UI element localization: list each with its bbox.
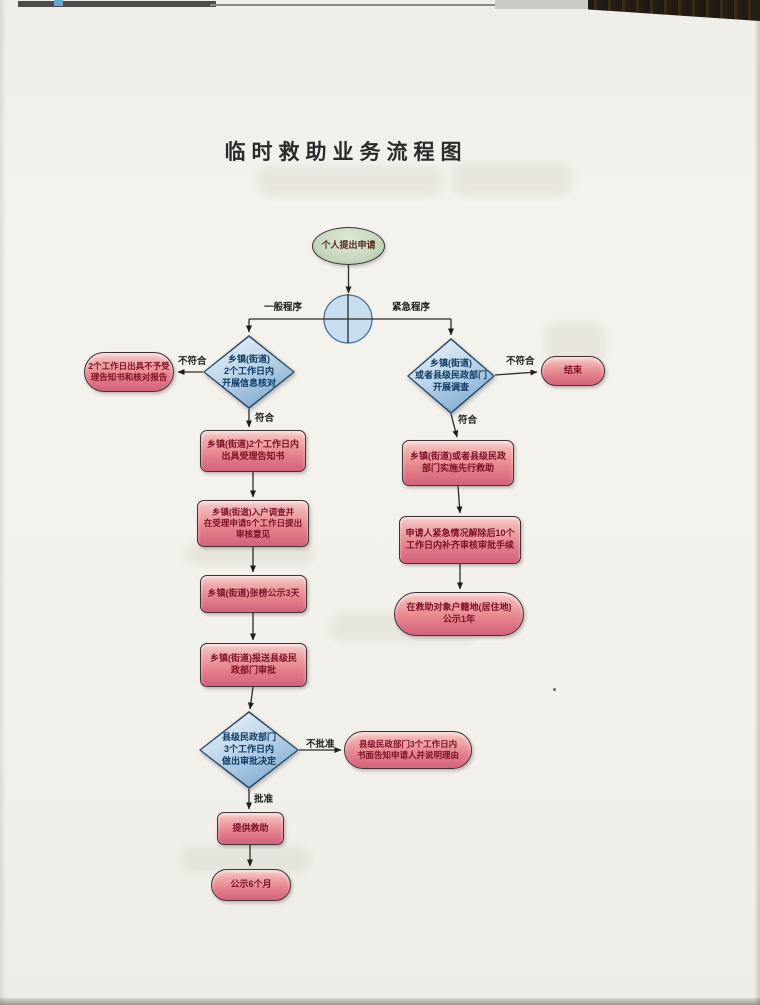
node-post-1year: 在救助对象户籍地(居住地) 公示1年 bbox=[394, 592, 524, 636]
node-submit-approval-label: 乡镇(街道)报送县级民 政部门审批 bbox=[210, 653, 297, 675]
node-household-survey: 乡镇(街道)入户调查并 在受理申请5个工作日提出 审核意见 bbox=[197, 500, 309, 547]
node-investigate-label: 乡镇(街道) 或者县级民政部门 开展调查 bbox=[414, 358, 487, 392]
edge-label-approved: 批准 bbox=[254, 794, 274, 805]
connector-investigate-advance bbox=[450, 413, 459, 438]
node-post-6months-label: 公示6个月 bbox=[230, 879, 272, 890]
node-written-reject: 县级民政部门3个工作日内 书面告知申请人并说明理由 bbox=[344, 731, 472, 769]
edge-label-emergency-procedure: 紧急程序 bbox=[392, 302, 431, 313]
connector-investigate-end bbox=[494, 369, 538, 376]
node-reject-notice-label: 2个工作日出具不予受 理告知书和核对报告 bbox=[88, 360, 170, 382]
node-advance-aid-label: 乡镇(街道)或者县级民政 部门实施先行救助 bbox=[410, 451, 506, 473]
scan-artifact-bottom-edge bbox=[0, 998, 760, 1005]
edge-label-general-procedure: 一般程序 bbox=[264, 302, 303, 313]
scan-artifact-gray-patch bbox=[495, 0, 590, 9]
edge-label-conform-right: 符合 bbox=[458, 415, 478, 426]
node-verify-info-label: 乡镇(街道) 2个工作日内 开展信息核对 bbox=[221, 354, 276, 388]
edge-label-not-conform-left: 不符合 bbox=[178, 356, 207, 367]
node-complete-formalities-label: 申请人紧急情况解除后10个 工作日内补齐审核审批手续 bbox=[405, 528, 515, 550]
junction-circle bbox=[323, 294, 373, 344]
node-end-label: 结束 bbox=[563, 365, 582, 376]
edge-label-not-approved: 不批准 bbox=[306, 739, 335, 750]
node-written-reject-label: 县级民政部门3个工作日内 书面告知申请人并说明理由 bbox=[356, 738, 459, 760]
scan-artifact-top-bar bbox=[18, 1, 216, 7]
node-approval-decision-label: 县级民政部门 3个工作日内 做出审批决定 bbox=[221, 732, 276, 766]
node-approval-decision: 县级民政部门 3个工作日内 做出审批决定 bbox=[199, 711, 299, 789]
node-investigate: 乡镇(街道) 或者县级民政部门 开展调查 bbox=[407, 338, 495, 414]
node-provide-aid: 提供救助 bbox=[217, 812, 284, 845]
page-title: 临时救助业务流程图 bbox=[224, 139, 468, 164]
node-post-1year-label: 在救助对象户籍地(居住地) 公示1年 bbox=[406, 602, 512, 624]
scan-artifact-speck bbox=[553, 688, 556, 691]
edge-label-not-conform-right: 不符合 bbox=[506, 356, 535, 367]
scan-artifact-top-line bbox=[210, 4, 595, 6]
edge-label-conform-left: 符合 bbox=[255, 413, 275, 424]
node-complete-formalities: 申请人紧急情况解除后10个 工作日内补齐审核审批手续 bbox=[399, 516, 521, 564]
node-start-label: 个人提出申请 bbox=[321, 240, 376, 251]
node-post-3days-label: 乡镇(街道)张榜公示3天 bbox=[207, 588, 300, 599]
connector-advance-complete bbox=[456, 485, 463, 514]
node-start: 个人提出申请 bbox=[312, 227, 385, 265]
node-end: 结束 bbox=[541, 356, 605, 386]
scan-smudge bbox=[452, 162, 572, 196]
node-reject-notice: 2个工作日出具不予受 理告知书和核对报告 bbox=[84, 352, 174, 392]
node-submit-approval: 乡镇(街道)报送县级民 政部门审批 bbox=[200, 643, 307, 687]
node-accept-notice: 乡镇(街道)2个工作日内 出具受理告知书 bbox=[200, 430, 306, 472]
scan-smudge bbox=[185, 543, 315, 565]
node-advance-aid: 乡镇(街道)或者县级民政 部门实施先行救助 bbox=[402, 440, 514, 486]
scan-artifact-right-shadow bbox=[754, 0, 760, 1005]
node-verify-info: 乡镇(街道) 2个工作日内 开展信息核对 bbox=[203, 335, 295, 409]
node-provide-aid-label: 提供救助 bbox=[232, 822, 269, 833]
scan-smudge bbox=[258, 166, 443, 196]
node-post-3days: 乡镇(街道)张榜公示3天 bbox=[200, 575, 307, 613]
scan-artifact-blue-speck bbox=[54, 0, 63, 6]
node-post-6months: 公示6个月 bbox=[211, 869, 291, 901]
connector-submit-decision bbox=[247, 686, 254, 710]
scan-artifact-left-shadow bbox=[0, 0, 6, 1005]
scan-smudge bbox=[180, 846, 310, 872]
node-household-survey-label: 乡镇(街道)入户调查并 在受理申请5个工作日提出 审核意见 bbox=[203, 506, 303, 540]
scan-artifact-dark-corner bbox=[588, 0, 760, 21]
node-accept-notice-label: 乡镇(街道)2个工作日内 出具受理告知书 bbox=[206, 439, 299, 461]
